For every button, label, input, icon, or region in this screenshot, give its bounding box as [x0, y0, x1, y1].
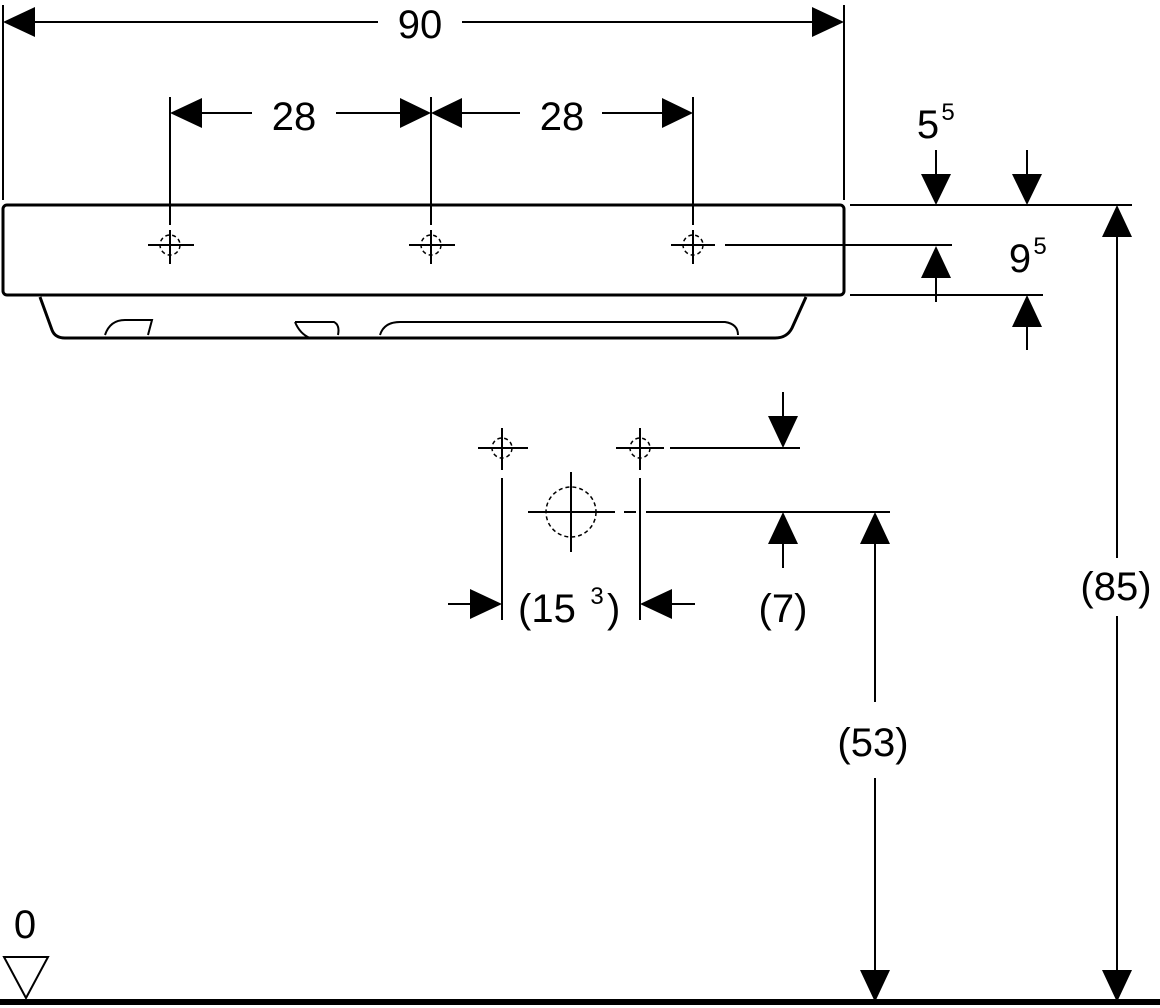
- dimension-label-total-height: (85): [1080, 565, 1151, 609]
- water-connection-marker: [616, 428, 664, 470]
- dimension-drain-offset: (7): [759, 392, 808, 631]
- dimension-label-drain-offset: (7): [759, 587, 808, 631]
- tap-hole-marker: [409, 230, 455, 264]
- dimension-label-drain-spacing-close: ): [607, 587, 620, 631]
- dimension-label-hole-spacing-left: 28: [272, 95, 317, 139]
- dimension-drain-spacing: (15 3 ): [448, 478, 695, 631]
- basin-center-foot: [294, 321, 340, 339]
- dimension-label-drain-spacing: (15: [518, 587, 576, 631]
- floor-level: 0: [0, 903, 1160, 1005]
- level-marker-icon: [2, 956, 50, 1001]
- dimension-superscript-rim-thickness: 5: [1033, 233, 1046, 260]
- wall-connection-markers: [478, 428, 890, 552]
- drain-connection-marker: [528, 472, 615, 552]
- tap-holes: [148, 230, 952, 264]
- dimension-superscript-rim-to-hole: 5: [941, 99, 954, 126]
- floor-level-label: 0: [14, 903, 36, 947]
- dimension-label-drain-height: (53): [837, 721, 908, 765]
- dimension-hole-spacing: 28 28: [169, 95, 694, 225]
- basin-rim: [1, 203, 846, 297]
- tap-hole-marker: [671, 230, 715, 264]
- basin-left-foot: [104, 319, 154, 336]
- tap-hole-marker: [148, 230, 194, 264]
- basin-outline: [1, 203, 846, 340]
- dimension-total-height: (85): [1080, 205, 1152, 1002]
- basin-overflow-channel: [379, 321, 739, 336]
- dimension-label-rim-thickness: 9: [1009, 237, 1031, 281]
- dimension-rim-thickness: 9 5: [850, 233, 1047, 350]
- water-connection-marker: [478, 428, 528, 470]
- dimension-rim-to-hole: 5 5: [850, 99, 1132, 206]
- dimension-label-hole-spacing-right: 28: [540, 95, 585, 139]
- dimension-overall-width: 90: [2, 3, 845, 200]
- dimension-drain-height: (53): [837, 512, 909, 1002]
- dimension-label-rim-to-hole: 5: [917, 103, 939, 147]
- dimension-superscript-drain-spacing: 3: [590, 583, 603, 610]
- basin-bowl-underside: [38, 296, 808, 340]
- dimension-label-overall-width: 90: [398, 3, 443, 47]
